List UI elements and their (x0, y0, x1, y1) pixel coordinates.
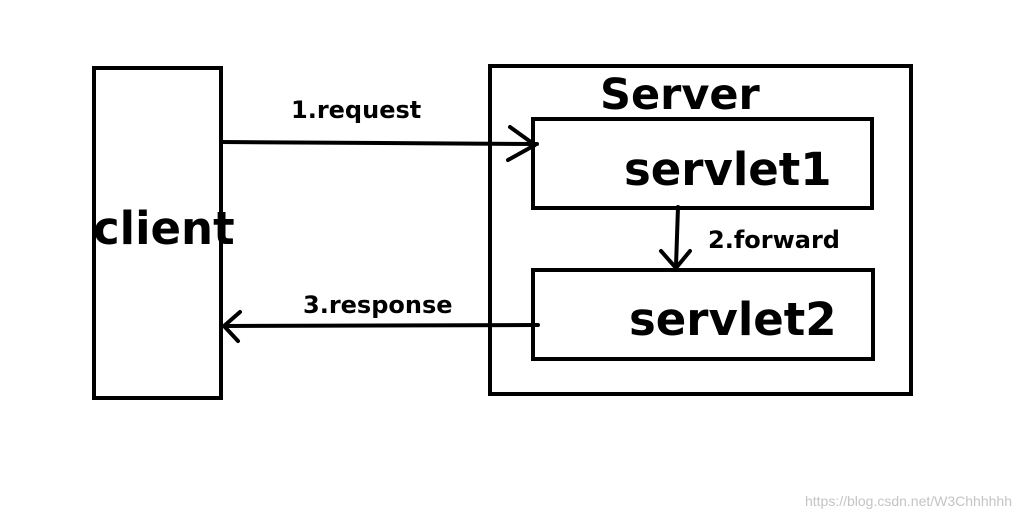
server-box (488, 64, 913, 396)
forward-arrow (659, 205, 692, 270)
servlet2-label: servlet2 (629, 293, 837, 346)
request-arrow (219, 125, 539, 162)
response-arrow (222, 310, 540, 343)
forward-label: 2.forward (708, 226, 840, 254)
servlet2-box (531, 268, 875, 361)
response-label: 3.response (303, 291, 453, 319)
watermark-text: https://blog.csdn.net/W3Chhhhhh (804, 493, 1012, 509)
client-label: client (93, 202, 235, 255)
request-label: 1.request (291, 96, 422, 124)
servlet1-label: servlet1 (624, 143, 832, 196)
client-box (92, 66, 223, 400)
server-label: Server (600, 70, 760, 120)
servlet1-box (531, 117, 874, 210)
